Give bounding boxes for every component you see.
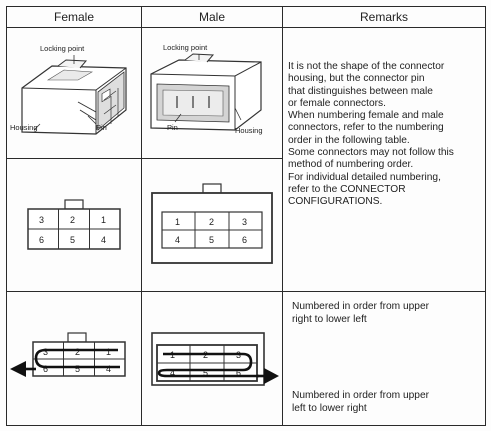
female-pin-3: 3 [39, 215, 44, 225]
header-divider [6, 27, 486, 28]
row-divider-2 [6, 291, 486, 292]
table-border-top [6, 6, 486, 7]
male-pin-6: 6 [242, 235, 247, 245]
order-female-pin-2: 2 [75, 347, 80, 357]
column-divider-2 [282, 6, 283, 426]
male-pin-2: 2 [209, 217, 214, 227]
order-female-pin-3: 3 [43, 347, 48, 357]
table-border-left [6, 6, 7, 426]
male-locking-point-label: Locking point [163, 43, 208, 52]
row-divider-1 [6, 158, 282, 159]
order-female-pin-6: 6 [43, 364, 48, 374]
female-locking-point-label: Locking point [40, 44, 85, 53]
right-arrow-icon [264, 368, 279, 384]
order-male-pin-6: 6 [236, 368, 241, 378]
male-pin-3: 3 [242, 217, 247, 227]
header-remarks: Remarks [359, 10, 408, 24]
female-housing-label: Housing [10, 123, 38, 132]
female-numbering-order-diagram: 3 2 1 6 5 4 [10, 332, 126, 377]
table-border-right [485, 6, 486, 426]
order-male-pin-4: 4 [170, 368, 175, 378]
female-pin-label: Pin [96, 123, 107, 132]
male-pin-1: 1 [175, 217, 180, 227]
left-arrow-icon [10, 361, 26, 377]
header-female: Female [53, 10, 94, 24]
header-male: Male [198, 10, 225, 24]
male-pin-layout: 1 2 3 4 5 6 [151, 183, 273, 264]
male-order-note: Numbered in order from upper left to low… [292, 390, 430, 414]
order-female-pin-4: 4 [106, 364, 111, 374]
female-pin-5: 5 [70, 235, 75, 245]
female-pin-1: 1 [101, 215, 106, 225]
female-order-note: Numbered in order from upper right to lo… [292, 301, 430, 325]
male-connector-illustration: Locking point Pin Housing [150, 43, 263, 135]
order-female-pin-5: 5 [75, 364, 80, 374]
female-pin-6: 6 [39, 235, 44, 245]
column-divider-1 [141, 6, 142, 426]
remarks-text: It is not the shape of the connector hou… [288, 61, 454, 208]
male-pin-4: 4 [175, 235, 180, 245]
order-male-pin-5: 5 [203, 368, 208, 378]
female-order-path [34, 348, 120, 369]
male-numbering-order-diagram: 1 2 3 4 5 6 [151, 332, 279, 386]
male-housing-label: Housing [235, 126, 263, 135]
male-order-path [157, 352, 259, 378]
female-pin-4: 4 [101, 235, 106, 245]
male-pin-label: Pin [167, 123, 178, 132]
male-pin-5: 5 [209, 235, 214, 245]
female-connector-illustration: Locking point Housing Pin [10, 44, 127, 135]
table-border-bottom [6, 425, 486, 426]
order-female-pin-1: 1 [106, 347, 111, 357]
female-pin-2: 2 [70, 215, 75, 225]
female-pin-layout: 3 2 1 6 5 4 [27, 199, 121, 250]
